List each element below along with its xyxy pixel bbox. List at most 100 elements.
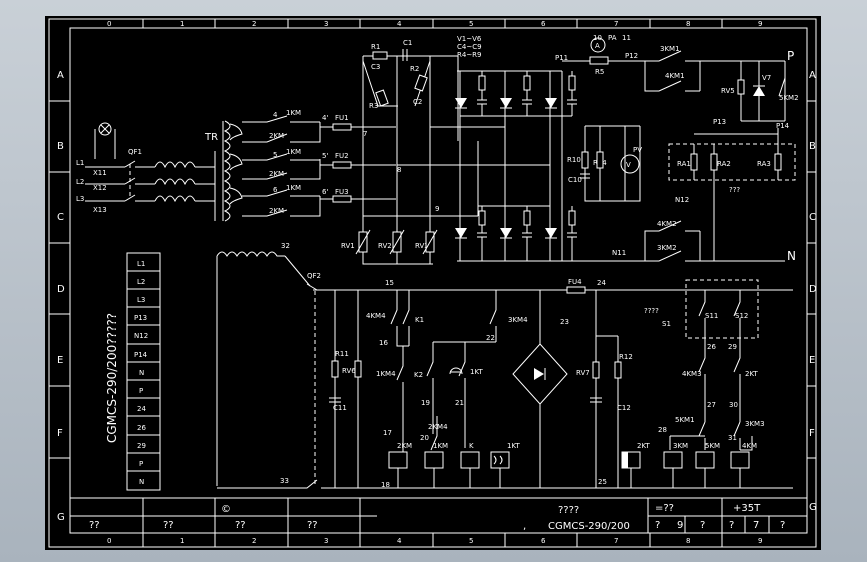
node-p12: P12 [625,52,638,60]
tap-4-2km: 2KM [269,132,284,140]
label-ra2: RA2 [717,160,731,168]
resistor-r11-icon [331,360,339,378]
row-e: E [57,355,63,366]
coil-1km-icon [424,451,444,469]
node-30: 30 [729,401,738,409]
diode-v7-icon [753,86,765,96]
node-18: 18 [381,481,390,489]
col-4: 4 [397,20,402,28]
row-f: F [57,428,63,439]
coil-5km-label: 5KM [705,442,720,450]
title-cell-4: ?? [307,520,318,531]
terminal-x12: X12 [93,184,107,192]
drawing-model: CGMCS-290/200 [548,521,630,532]
tap-5-1km: 1KM [286,148,301,156]
resistor-lower-1-icon [478,210,486,226]
row-g: G [57,512,65,523]
contact-2km4: 2KM4 [428,423,448,431]
contact-4km4: 4KM4 [366,312,386,320]
fuse-fu3-label: FU3 [335,188,349,196]
label-r11: R11 [335,350,349,358]
col-0-bottom: 0 [107,537,111,545]
output-contactors: 3KM1 4KM1 4KM2 3KM2 P N RV5 V7 5KM2 P13 … [632,45,799,263]
title-r2-6: ? [780,520,785,531]
phase-l2: L2 [76,178,84,186]
svg-text:A: A [595,42,600,50]
contact-3km2: 3KM2 [657,244,677,252]
col-2: 2 [252,20,256,28]
row-g-right: G [809,502,817,513]
shunt-r5-icon [589,56,609,65]
label-c11: C11 [333,404,347,412]
col-3: 3 [324,20,328,28]
tb-item-3: L3 [137,296,145,304]
tb-item-8: P [139,387,143,395]
coil-k-icon [460,451,480,469]
tb-item-6: P14 [134,351,148,359]
node-31: 31 [728,434,737,442]
node-32: 32 [281,242,290,250]
resistor-upper-2-icon [523,75,531,91]
col-6-bottom: 6 [541,537,546,545]
label-c3: C3 [371,63,380,71]
contact-4km2: 4KM2 [657,220,677,228]
col-9-bottom: 9 [758,537,762,545]
node-n12: N12 [675,196,689,204]
switch-s1-label: S1 [662,320,671,328]
tb-item-5: N12 [134,332,148,340]
label-r3: R3 [369,102,378,110]
contact-5km1: 5KM1 [675,416,695,424]
terminal-block: CGMCS-290/200????? L1 L2 L3 P13 N12 P14 … [105,252,161,491]
col-1-bottom: 1 [180,537,184,545]
node-24: 24 [597,279,606,287]
terminal-x11: X11 [93,169,107,177]
label-c10: C10 [568,176,582,184]
tap-6-1km: 1KM [286,184,301,192]
label-r10: R10 [567,156,581,164]
resistor-ra1-icon [690,153,698,171]
varistor-rv6-icon [354,360,362,378]
col-0: 0 [107,20,111,28]
column-ruler: 0 1 2 3 4 5 6 7 8 9 0 1 2 3 4 5 6 7 8 9 [107,19,762,547]
resistor-ra3-icon [774,153,782,171]
row-b-right: B [809,141,816,152]
ra-group-box [668,143,796,181]
tb-item-10: 26 [137,424,146,432]
thyristor-lower-icon [455,228,557,238]
control-circuit: 32 QF2 33 R11 RV6 C11 15 4KM4 K1 16 1KM4… [216,242,793,489]
node-27: 27 [707,401,716,409]
rc-snubber: R1 C1 C3 R2 R3 C2 RV1 RV2 RV3 [341,39,479,265]
coil-k-label: K [469,442,474,450]
resistor-ra2-icon [710,153,718,171]
phase-l3: L3 [76,195,84,203]
node-19: 19 [421,399,430,407]
dc-output: 10 11 PA A R5 P12 R10 C10 RV4 PV V [561,34,642,262]
label-rv6: RV6 [342,367,356,375]
row-d-right: D [809,284,817,295]
drawing-sheet[interactable]: 0 1 2 3 4 5 6 7 8 9 0 1 2 3 4 5 6 7 8 9 … [45,16,821,550]
row-ruler: A B C D E F G A B C D E F G [49,70,817,523]
title-r2-2: 9 [677,520,683,531]
breaker-qf2: QF2 [307,272,321,280]
label-ra3: RA3 [757,160,771,168]
coil-1kt-icon [490,451,510,469]
label-r2: R2 [410,65,419,73]
ammeter-r: 11 [622,34,631,42]
col-7-bottom: 7 [614,537,618,545]
node-23: 23 [560,318,569,326]
contact-4km3: 4KM3 [682,370,702,378]
label-v7: V7 [762,74,771,82]
label-r5: R5 [595,68,604,76]
drawing-title: ???? [558,505,579,516]
label-pv: PV [633,146,642,154]
col-7: 7 [614,20,618,28]
fuse-fu1-label: FU1 [335,114,349,122]
node-p11: P11 [555,54,568,62]
coil-4km-icon [730,451,750,469]
resistor-upper-3-icon [568,75,576,91]
label-ra1: RA1 [677,160,691,168]
tb-item-1: L1 [137,260,145,268]
label-rv7: RV7 [576,369,590,377]
node-28: 28 [658,426,667,434]
label-rv5: RV5 [721,87,735,95]
